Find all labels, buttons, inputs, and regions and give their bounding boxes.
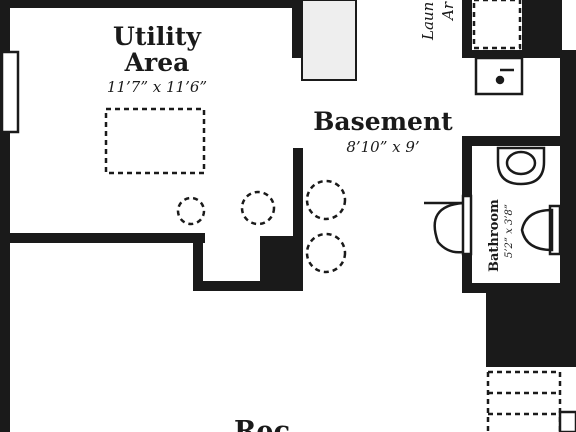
bathroom-top-wall [462, 136, 562, 146]
basement-divider-wall [293, 148, 303, 291]
laundry-label-group: Laun Ar [419, 1, 457, 41]
door-leaf [461, 194, 473, 256]
utility-dimensions: 11’7” x 11’6” [107, 78, 207, 96]
chimney-shaft [301, 0, 357, 81]
utility-right-wall [292, 0, 302, 58]
laundry-dark-block [522, 0, 562, 54]
bathroom-label-group: Bathroom 5’2” x 3’8” [487, 199, 515, 272]
utility-label-line1: Utility [113, 22, 202, 51]
toilet-tank-icon [548, 204, 562, 256]
door-swing-arc [433, 201, 464, 254]
water-heater-1 [176, 196, 206, 226]
bathroom-door [424, 194, 473, 256]
bathroom-left-wall [462, 136, 472, 196]
sink-outline [474, 56, 524, 96]
water-heater-2 [240, 190, 276, 226]
bath-sink-basin-icon [505, 150, 537, 176]
washer-outline [472, 0, 522, 50]
column-1 [305, 179, 347, 221]
utility-top-wall [0, 0, 305, 8]
laundry-sink [474, 56, 524, 96]
furnace-outline [104, 107, 206, 175]
laundry-fixtures [472, 0, 522, 50]
bathroom-left-wall-lower [462, 252, 472, 293]
utility-bottom-wall [0, 233, 205, 243]
toilet-icon [520, 208, 554, 252]
utility-lower-wall [193, 281, 303, 291]
laundry-label-line1: Laun [419, 2, 437, 41]
laundry-label-line2: Ar [439, 1, 457, 22]
utility-stair-block [260, 236, 302, 288]
utility-label-line2: Area [124, 48, 190, 77]
top-left-wall [0, 0, 10, 432]
stair-post [558, 410, 576, 432]
laundry-bottom-wall [462, 50, 576, 58]
sink-drain-icon [495, 75, 505, 85]
column-2 [305, 232, 347, 274]
basement-label: Basement [313, 107, 453, 136]
bathroom-fixtures [496, 146, 562, 256]
laundry-left-wall [462, 0, 472, 58]
utility-step-wall [193, 233, 203, 291]
utility-fixtures [104, 107, 347, 274]
bathroom-bottom-wall [462, 283, 576, 293]
basement-dimensions: 8’10” x 9’ [346, 138, 419, 156]
bathroom-label: Bathroom [487, 199, 502, 272]
closet-block [486, 291, 576, 367]
left-window [0, 50, 20, 134]
bath-sink-icon [496, 146, 546, 186]
rec-label: Rec [234, 416, 290, 432]
stairs [486, 370, 562, 432]
bathroom-dimensions: 5’2” x 3’8” [504, 204, 515, 258]
bathroom-right-wall [560, 58, 576, 293]
